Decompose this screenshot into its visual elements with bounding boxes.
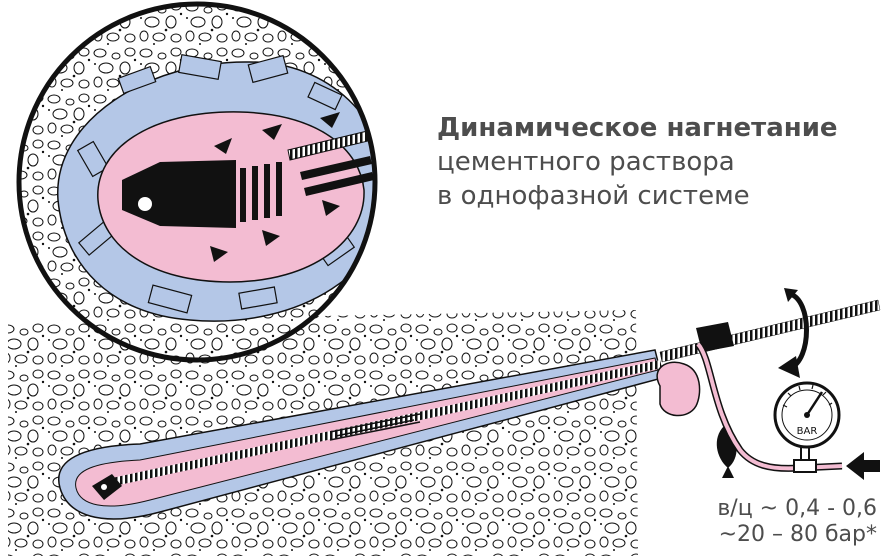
magnified-detail (19, 4, 390, 360)
gauge-label: BAR (797, 426, 818, 437)
pressure-range: ~20 – 80 бар* (705, 522, 877, 548)
supply-arrow-icon (846, 452, 880, 480)
water-cement-ratio: в/ц ~ 0,4 - 0,6 (705, 496, 877, 522)
title-line-2: цементного раствора (437, 145, 838, 179)
title-line-3: в однофазной системе (437, 179, 838, 213)
drill-rod (660, 300, 880, 362)
title-bold-line: Динамическое нагнетание (437, 111, 838, 145)
pressure-gauge: BAR (775, 383, 839, 472)
process-parameters: в/ц ~ 0,4 - 0,6 ~20 – 80 бар* (705, 496, 877, 548)
diagram-title: Динамическое нагнетание цементного раств… (437, 111, 838, 213)
spoil-return (657, 362, 699, 415)
